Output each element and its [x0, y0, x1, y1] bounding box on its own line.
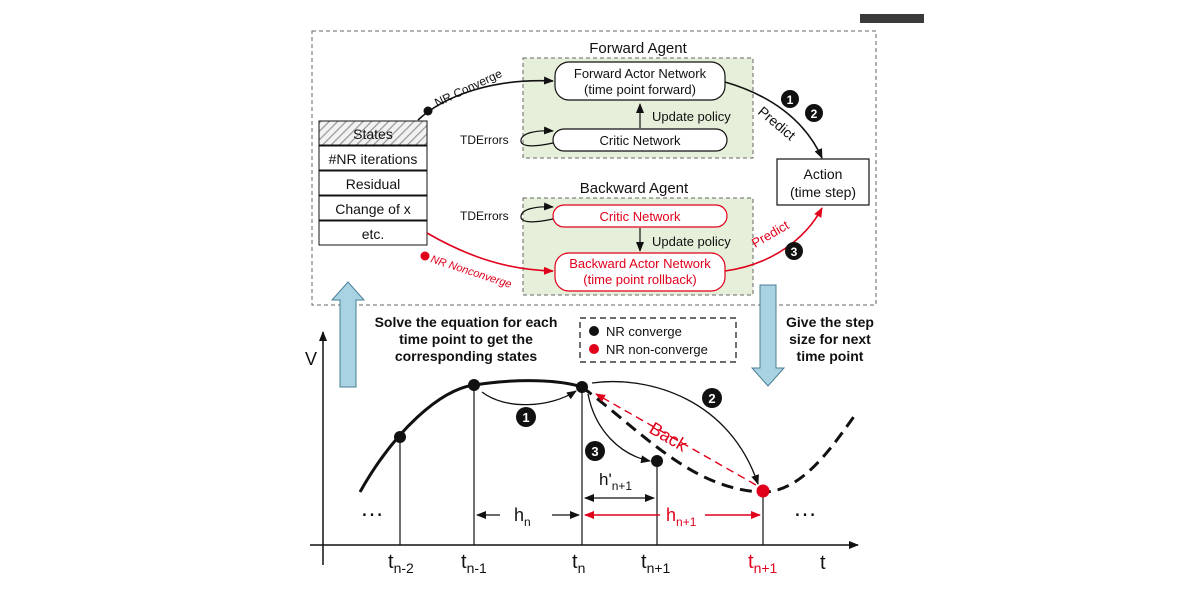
action-box — [776, 158, 870, 206]
step-2-label-top: 2 — [811, 107, 818, 121]
forward-actor-label-1: Forward Actor Network — [574, 66, 707, 81]
backward-predict-label: Predict — [749, 217, 792, 250]
point-tn — [576, 381, 588, 393]
solve-text-1: Solve the equation for each — [375, 314, 558, 330]
forward-predict-label: Predict — [755, 103, 799, 143]
point-tn+1-converge — [651, 455, 663, 467]
back-label: Back — [646, 418, 692, 456]
h-prime-label: h'n+1 — [599, 470, 632, 493]
backward-critic-label: Critic Network — [600, 209, 681, 224]
v-axis-label: V — [305, 349, 317, 369]
down-arrow-give — [750, 284, 786, 387]
forward-predict-arrow — [724, 81, 823, 159]
states-row-label: etc. — [362, 226, 385, 242]
tick-tn: tn — [572, 551, 585, 576]
hn-label: hn — [514, 505, 531, 529]
ellipsis-left: … — [360, 495, 384, 522]
step-3-badge-plot — [585, 441, 605, 461]
forward-critic-label: Critic Network — [600, 133, 681, 148]
give-text-1: Give the step — [786, 314, 874, 330]
tick-tn+1-black: tn+1 — [641, 551, 671, 576]
step-3-label-plot: 3 — [591, 444, 598, 459]
solve-text-2: time point to get the — [399, 331, 533, 347]
states-cell — [318, 195, 428, 221]
legend-converge-label: NR converge — [606, 324, 682, 339]
point-tn-1 — [468, 379, 480, 391]
ellipsis-right: … — [793, 495, 817, 522]
forward-actor-network — [554, 61, 726, 101]
legend-converge-marker — [589, 326, 599, 336]
give-text-2: size for next — [789, 331, 871, 347]
up-arrow-solve — [330, 281, 366, 388]
step-2-badge-top — [805, 104, 823, 122]
backward-td-loop — [520, 202, 554, 223]
solution-curve — [358, 379, 583, 493]
states-row-label: Change of x — [335, 201, 411, 217]
give-text-3: time point — [797, 348, 864, 364]
step-1-badge-top — [781, 90, 799, 108]
backward-agent-title: Backward Agent — [580, 180, 689, 197]
step-1-label-top: 1 — [787, 93, 794, 107]
hn+1-label: hn+1 — [666, 505, 697, 529]
legend-nonconverge-label: NR non-converge — [606, 342, 708, 357]
forward-update-policy: Update policy — [652, 109, 731, 124]
nr-nonconverge-label: NR Nonconverge — [429, 253, 513, 290]
forward-critic-network — [552, 128, 728, 152]
nr-converge-dot — [423, 106, 433, 116]
step-2-arrow — [591, 380, 759, 485]
backward-actor-label-1: Backward Actor Network — [569, 256, 711, 271]
tick-tn-2: tn-2 — [388, 551, 414, 576]
states-cell — [318, 145, 428, 171]
step-3-badge-top — [785, 242, 803, 260]
step-2-label-plot: 2 — [708, 391, 715, 406]
nr-nonconverge-dot — [420, 251, 430, 261]
step-2-badge-plot — [702, 388, 722, 408]
tick-tn+1-red: tn+1 — [748, 551, 778, 576]
corner-bar — [860, 14, 924, 23]
states-header-label: States — [353, 126, 393, 142]
point-tn-2 — [394, 431, 406, 443]
t-axis-label: t — [820, 552, 826, 574]
backward-actor-network — [554, 252, 726, 292]
step-3-label-top: 3 — [791, 245, 798, 259]
solve-text-3: corresponding states — [395, 348, 538, 364]
step-1-arrow — [481, 390, 577, 406]
forward-agent-title: Forward Agent — [589, 40, 687, 57]
step-3-arrow — [587, 393, 651, 464]
step-1-badge-plot — [516, 407, 536, 427]
legend-nonconverge-marker — [589, 344, 599, 354]
projected-curve-dashed — [581, 385, 857, 494]
action-label-1: Action — [804, 166, 843, 182]
states-cell — [318, 220, 428, 246]
tick-tn-1: tn-1 — [461, 551, 487, 576]
back-arrow — [595, 393, 757, 486]
states-cell-header — [318, 120, 428, 146]
forward-td-loop — [520, 126, 554, 147]
backward-predict-arrow — [724, 207, 823, 272]
states-cell — [318, 170, 428, 196]
legend: NR converge NR non-converge — [579, 317, 737, 363]
agent-panel-border — [311, 30, 877, 306]
states-row-label: #NR iterations — [329, 151, 418, 167]
backward-critic-network — [552, 204, 728, 228]
backward-td-errors: TDErrors — [460, 209, 509, 223]
states-row-label: Residual — [346, 176, 400, 192]
backward-update-policy: Update policy — [652, 234, 731, 249]
nr-nonconverge-arrow — [426, 232, 554, 275]
legend-box — [579, 317, 737, 363]
point-tn+1-nonconverge — [756, 484, 770, 498]
nr-converge-label: NR Converge — [432, 66, 504, 110]
step-1-label-plot: 1 — [522, 410, 529, 425]
states-table: States #NR iterations Residual Change of… — [318, 120, 428, 246]
action-label-2: (time step) — [790, 184, 856, 200]
forward-actor-label-2: (time point forward) — [584, 82, 696, 97]
forward-td-errors: TDErrors — [460, 133, 509, 147]
backward-actor-label-2: (time point rollback) — [583, 272, 696, 287]
